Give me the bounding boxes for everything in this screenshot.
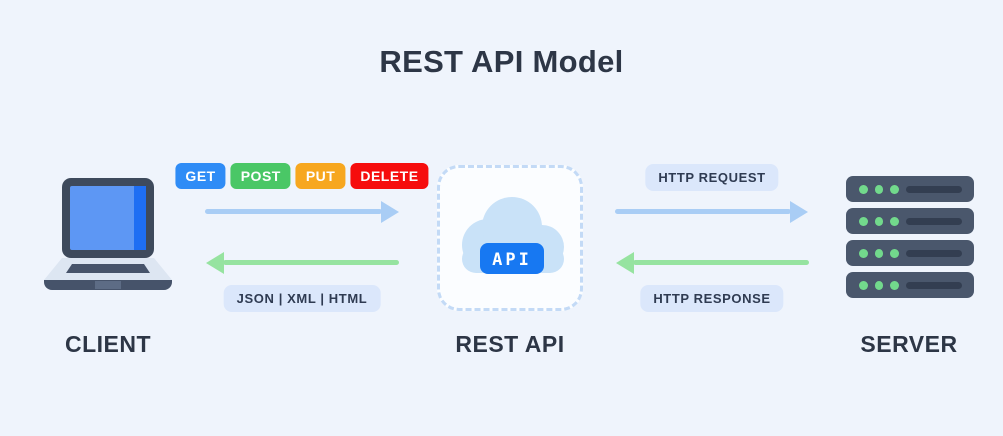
http-request-label: HTTP REQUEST bbox=[645, 164, 779, 191]
client-label: CLIENT bbox=[64, 331, 152, 357]
cloud-icon: API bbox=[462, 197, 564, 274]
laptop-icon-svg bbox=[44, 178, 172, 290]
server-led bbox=[874, 280, 884, 290]
server-slot bbox=[906, 185, 963, 193]
server-rack-unit bbox=[846, 176, 974, 202]
rest-api-label: REST API bbox=[455, 331, 565, 357]
server-led bbox=[859, 280, 868, 290]
api-badge-text: API bbox=[492, 250, 532, 270]
server-label: SERVER bbox=[860, 331, 958, 357]
server-led bbox=[890, 216, 900, 226]
badge-put: PUT bbox=[295, 163, 346, 189]
server-to-api-arrow bbox=[633, 260, 809, 265]
server-led bbox=[890, 248, 900, 258]
rest-api-box: API bbox=[437, 165, 583, 311]
server-led bbox=[874, 216, 884, 226]
response-formats-label: JSON | XML | HTML bbox=[223, 285, 381, 312]
badge-post: POST bbox=[230, 163, 291, 189]
server-icon bbox=[846, 176, 974, 298]
client-to-api-arrow bbox=[205, 209, 382, 214]
server-slot bbox=[906, 249, 963, 257]
server-led bbox=[859, 184, 868, 194]
server-slot bbox=[906, 281, 963, 289]
badge-delete: DELETE bbox=[350, 163, 429, 189]
badge-get: GET bbox=[175, 163, 226, 189]
server-led bbox=[890, 280, 900, 290]
api-badge bbox=[480, 243, 544, 274]
server-led bbox=[874, 184, 884, 194]
server-rack-unit bbox=[846, 208, 974, 234]
api-to-server-arrow bbox=[615, 209, 791, 214]
server-led bbox=[874, 248, 884, 258]
http-response-label: HTTP RESPONSE bbox=[640, 285, 784, 312]
server-led bbox=[890, 184, 900, 194]
server-led bbox=[859, 216, 868, 226]
server-rack-unit bbox=[846, 272, 974, 298]
api-to-client-arrow bbox=[223, 260, 399, 265]
http-method-badges: GET POST PUT DELETE bbox=[175, 163, 429, 189]
server-slot bbox=[906, 217, 963, 225]
laptop-icon bbox=[42, 176, 174, 301]
server-led bbox=[859, 248, 868, 258]
server-rack-unit bbox=[846, 240, 974, 266]
page-title: REST API Model bbox=[379, 44, 624, 79]
